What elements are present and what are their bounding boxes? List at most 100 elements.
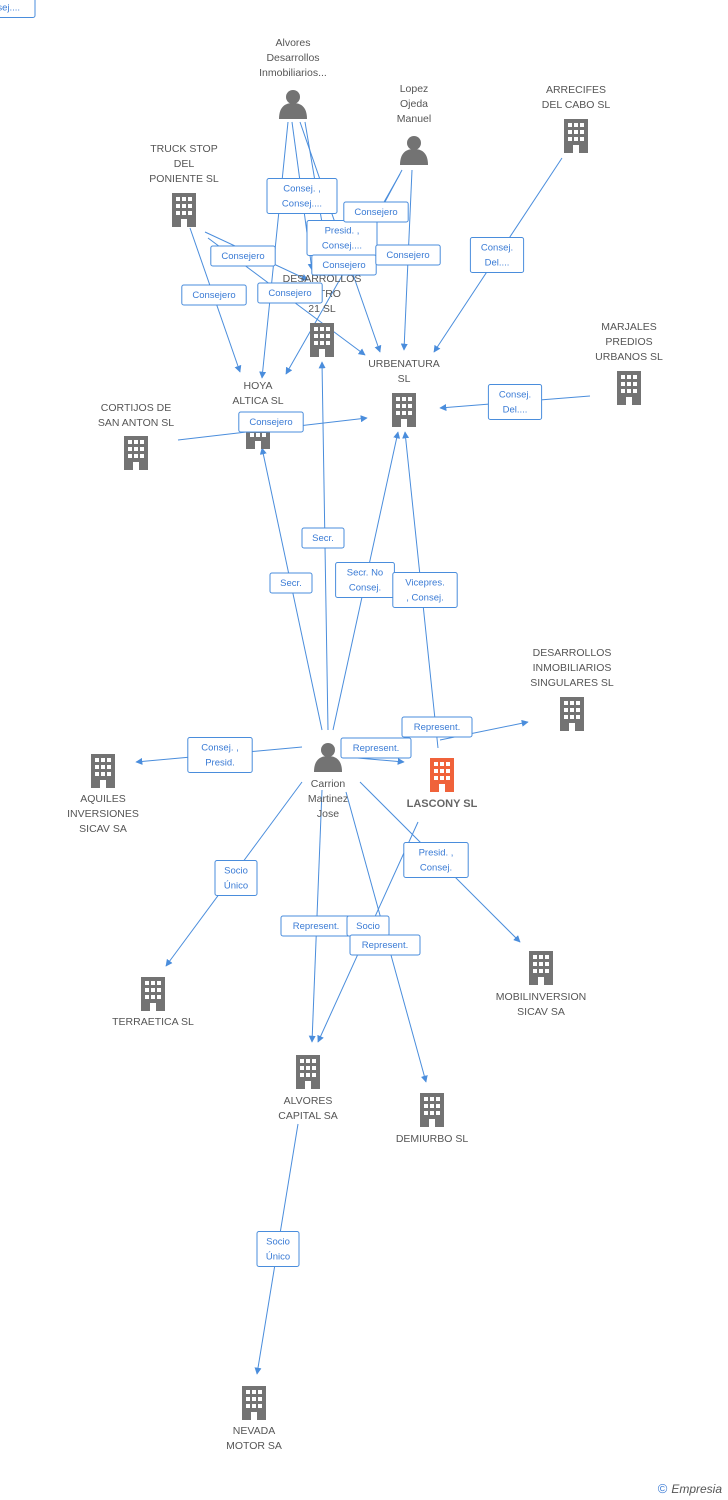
building-icon[interactable] [529, 951, 553, 985]
edge-label[interactable]: Consej. ,Presid. [187, 737, 253, 773]
building-icon[interactable] [617, 371, 641, 405]
building-icon[interactable] [91, 754, 115, 788]
node-label[interactable]: HOYA [244, 380, 273, 392]
node-urbenatura[interactable]: URBENATURA SL [368, 358, 440, 427]
node-label[interactable]: Martinez [308, 793, 348, 805]
building-icon[interactable] [560, 697, 584, 731]
edge-label[interactable]: Secr. [301, 527, 345, 549]
node-label[interactable]: ALTICA SL [232, 395, 283, 407]
building-icon[interactable] [296, 1055, 320, 1089]
edge-label[interactable]: Represent. [340, 737, 412, 759]
edge-label[interactable]: Represent. [401, 716, 473, 738]
person-icon[interactable] [279, 90, 307, 119]
node-label[interactable]: SINGULARES SL [530, 677, 614, 689]
edge-label[interactable]: Consej.Del.... [487, 384, 543, 420]
edge-label[interactable]: Represent. [280, 915, 352, 937]
edge-label[interactable]: Consej. ,Consej.... [266, 178, 338, 214]
building-icon[interactable] [420, 1093, 444, 1127]
node-label[interactable]: Manuel [397, 113, 431, 125]
building-icon[interactable] [172, 193, 196, 227]
edge-label[interactable]: Consejero [343, 201, 409, 223]
node-label[interactable]: DEMIURBO SL [396, 1133, 469, 1145]
edge-label[interactable]: Consej. ,Consej.... [0, 0, 36, 18]
node-label[interactable]: LASCONY SL [407, 798, 478, 810]
edge-label[interactable]: Consejero [375, 244, 441, 266]
node-demiurbo[interactable]: DEMIURBO SL [396, 1093, 469, 1145]
node-label[interactable]: URBANOS SL [595, 351, 663, 363]
edge-label[interactable]: Consejero [311, 254, 377, 276]
node-des_sing[interactable]: DESARROLLOS INMOBILIARIOS SINGULARES SL [530, 647, 614, 731]
node-label[interactable]: CAPITAL SA [278, 1110, 338, 1122]
building-icon[interactable] [124, 436, 148, 470]
node-label[interactable]: MARJALES [601, 321, 656, 333]
node-label[interactable]: 21 SL [308, 303, 336, 315]
node-label[interactable]: SL [398, 373, 411, 385]
node-label[interactable]: Jose [317, 808, 339, 820]
node-hoya[interactable]: HOYA ALTICA SL [232, 380, 284, 449]
node-label[interactable]: MOTOR SA [226, 1440, 282, 1452]
node-label[interactable]: Inmobiliarios... [259, 67, 327, 79]
edge-label[interactable]: Represent. [349, 934, 421, 956]
node-marjales[interactable]: MARJALES PREDIOS URBANOS SL [595, 321, 663, 405]
edge-label[interactable]: Vicepres., Consej. [392, 572, 458, 608]
node-label[interactable]: MOBILINVERSION [496, 991, 586, 1003]
node-label[interactable]: PONIENTE SL [149, 173, 219, 185]
node-label[interactable]: TRUCK STOP [150, 143, 217, 155]
edge-label[interactable]: Consejero [210, 245, 276, 267]
edge-label[interactable]: Socio [346, 915, 390, 937]
node-label[interactable]: Alvores [275, 37, 310, 49]
node-mobilinv[interactable]: MOBILINVERSION SICAV SA [496, 951, 586, 1018]
brand-logo-text[interactable]: Empresia [671, 1481, 722, 1496]
node-label[interactable]: CORTIJOS DE [101, 402, 171, 414]
building-icon[interactable] [564, 119, 588, 153]
node-label[interactable]: DEL CABO SL [542, 99, 611, 111]
building-icon[interactable] [392, 393, 416, 427]
edge-label[interactable]: Presid. ,Consej. [403, 842, 469, 878]
edge-label[interactable]: Consejero [238, 411, 304, 433]
node-label[interactable]: Carrion [311, 778, 346, 790]
node-label[interactable]: TERRAETICA SL [112, 1016, 194, 1028]
node-label[interactable]: DESARROLLOS [533, 647, 612, 659]
node-label[interactable]: URBENATURA [368, 358, 440, 370]
node-arrecifes[interactable]: ARRECIFES DEL CABO SL [542, 84, 611, 153]
node-label[interactable]: Desarrollos [266, 52, 319, 64]
node-terraetica[interactable]: TERRAETICA SL [112, 977, 194, 1028]
node-aquiles[interactable]: AQUILES INVERSIONES SICAV SA [67, 754, 139, 835]
node-label[interactable]: AQUILES [80, 793, 126, 805]
node-label[interactable]: ALVORES [284, 1095, 333, 1107]
node-cortijos[interactable]: CORTIJOS DE SAN ANTON SL [98, 402, 174, 470]
edge-label[interactable]: Secr. [269, 572, 313, 594]
node-label[interactable]: Ojeda [400, 98, 428, 110]
edge-label[interactable]: Consej.Del.... [469, 237, 525, 273]
edge-label[interactable]: Consejero [181, 284, 247, 306]
node-label[interactable]: PREDIOS [605, 336, 652, 348]
node-label[interactable]: ARRECIFES [546, 84, 606, 96]
node-label[interactable]: Lopez [400, 83, 429, 95]
edge-label[interactable]: Consejero [257, 282, 323, 304]
node-label[interactable]: NEVADA [233, 1425, 275, 1437]
node-lascony[interactable]: LASCONY SL [407, 758, 478, 810]
node-nevada[interactable]: NEVADA MOTOR SA [226, 1386, 282, 1452]
person-icon[interactable] [314, 743, 342, 772]
node-alvores_cap[interactable]: ALVORES CAPITAL SA [278, 1055, 338, 1122]
building-icon[interactable] [242, 1386, 266, 1420]
node-label[interactable]: INVERSIONES [67, 808, 139, 820]
person-icon[interactable] [400, 136, 428, 165]
node-label[interactable]: INMOBILIARIOS [533, 662, 612, 674]
node-truck[interactable]: TRUCK STOP DEL PONIENTE SL [149, 143, 219, 227]
node-label[interactable]: SICAV SA [517, 1006, 565, 1018]
building-icon[interactable] [310, 323, 334, 357]
node-label[interactable]: DESARROLLOS [283, 273, 362, 285]
building-icon[interactable] [141, 977, 165, 1011]
node-label[interactable]: DEL [174, 158, 195, 170]
node-label[interactable]: SICAV SA [79, 823, 127, 835]
node-label[interactable]: SAN ANTON SL [98, 417, 174, 429]
edge-label[interactable]: Presid. ,Consej.... [306, 220, 378, 256]
node-alvores_des[interactable]: AlvoresDesarrollosInmobiliarios... [259, 37, 327, 119]
building-icon[interactable] [430, 758, 454, 792]
